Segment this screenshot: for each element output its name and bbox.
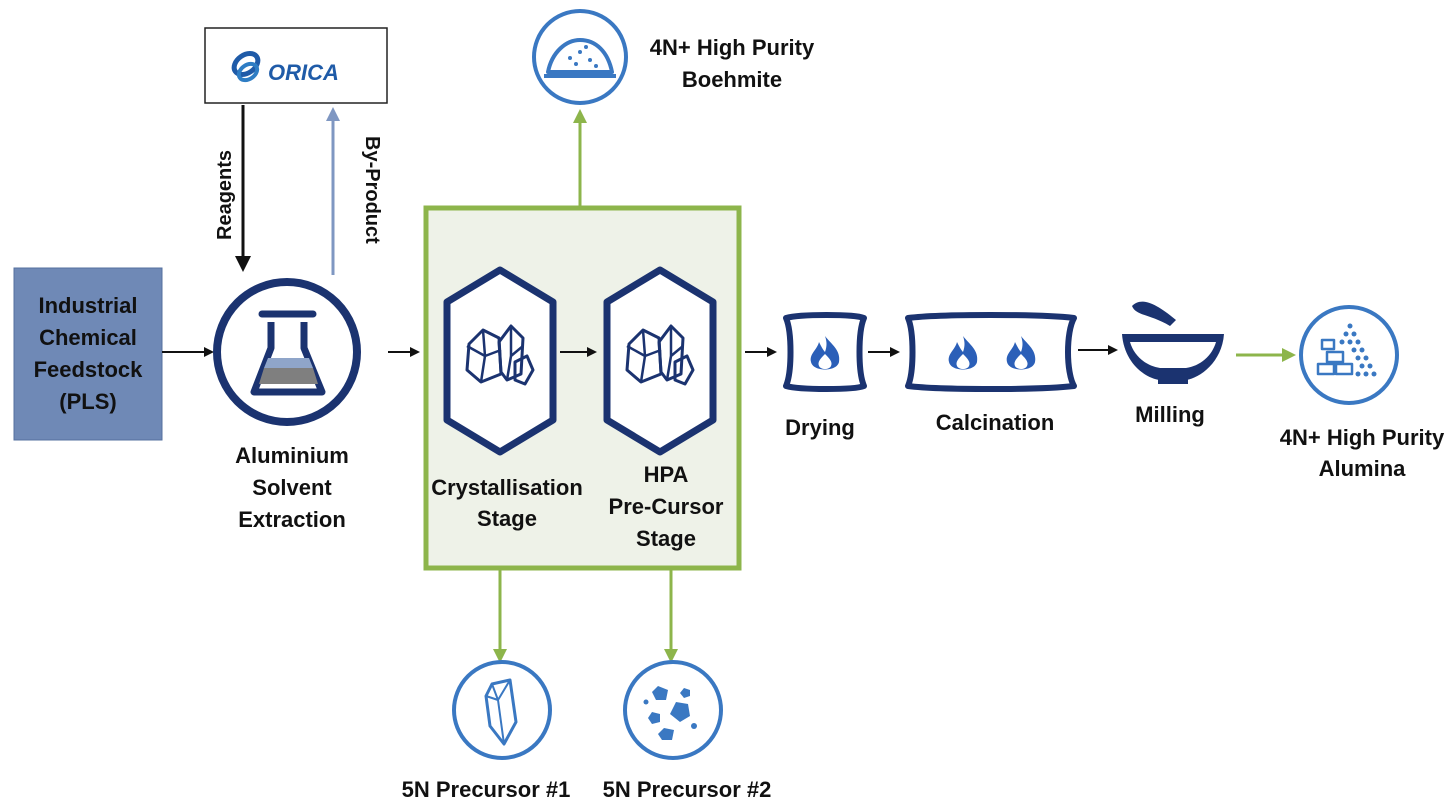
single-crystal-icon [484, 678, 518, 746]
precursor-label-3: Stage [636, 526, 696, 551]
feedstock-line-3: Feedstock [34, 357, 144, 382]
crystallisation-stage-box: Crystallisation Stage HPA Pre-Cursor Sta… [423, 205, 742, 571]
feedstock-line-4: (PLS) [59, 389, 116, 414]
extraction-label-3: Extraction [238, 507, 346, 532]
alumina-label-1: 4N+ High Purity [1280, 425, 1445, 450]
boehmite-label-2: Boehmite [682, 67, 782, 92]
feedstock-box: Industrial Chemical Feedstock (PLS) [13, 267, 163, 441]
crystallisation-label-1: Crystallisation [431, 475, 583, 500]
precursor-1-label: 5N Precursor #1 [402, 777, 571, 802]
feedstock-line-1: Industrial [38, 293, 137, 318]
precursor-1-circle [452, 660, 552, 760]
alumina-circle [1299, 305, 1399, 405]
precursor-2-label: 5N Precursor #2 [603, 777, 772, 802]
alumina-label-2: Alumina [1319, 456, 1407, 481]
by-product-label: By-Product [361, 136, 383, 244]
crystallisation-label-2: Stage [477, 506, 537, 531]
orica-symbol-icon [231, 51, 261, 83]
calcination-vessel [905, 312, 1077, 392]
extraction-label-2: Solvent [252, 475, 332, 500]
milling-label: Milling [1135, 402, 1205, 427]
precursor-label-2: Pre-Cursor [609, 494, 724, 519]
precursor-1-product-node: 5N Precursor #1 [402, 660, 571, 802]
calcination-label: Calcination [936, 410, 1055, 435]
orica-logo: ORICA [204, 27, 388, 104]
boehmite-product-node: 4N+ High Purity Boehmite [532, 9, 815, 105]
crystallisation-node: Crystallisation Stage [431, 266, 583, 531]
drying-label: Drying [785, 415, 855, 440]
alumina-product-node: 4N+ High Purity Alumina [1280, 305, 1445, 481]
milling-node: Milling [1122, 301, 1224, 427]
precursor-stage-node: HPA Pre-Cursor Stage [603, 266, 724, 551]
feedstock-line-2: Chemical [39, 325, 137, 350]
extraction-circle [213, 278, 361, 426]
flask-icon [250, 310, 326, 396]
ingots-pyramid-icon [1339, 323, 1377, 377]
solvent-extraction-node: Aluminium Solvent Extraction [213, 278, 361, 532]
granules-icon [643, 686, 697, 740]
boehmite-label-1: 4N+ High Purity [650, 35, 815, 60]
calcination-node: Calcination [905, 312, 1077, 435]
mortar-pestle-icon [1122, 301, 1224, 384]
extraction-label-1: Aluminium [235, 443, 349, 468]
powder-pile-icon [544, 38, 616, 78]
ingots-pyramid-icon [1316, 338, 1354, 376]
boehmite-circle [532, 9, 628, 105]
logo-text: ORICA [268, 60, 339, 85]
drying-node: Drying [783, 312, 867, 440]
reagents-label: Reagents [214, 150, 236, 240]
precursor-2-product-node: 5N Precursor #2 [603, 660, 772, 802]
precursor-label-1: HPA [644, 462, 689, 487]
